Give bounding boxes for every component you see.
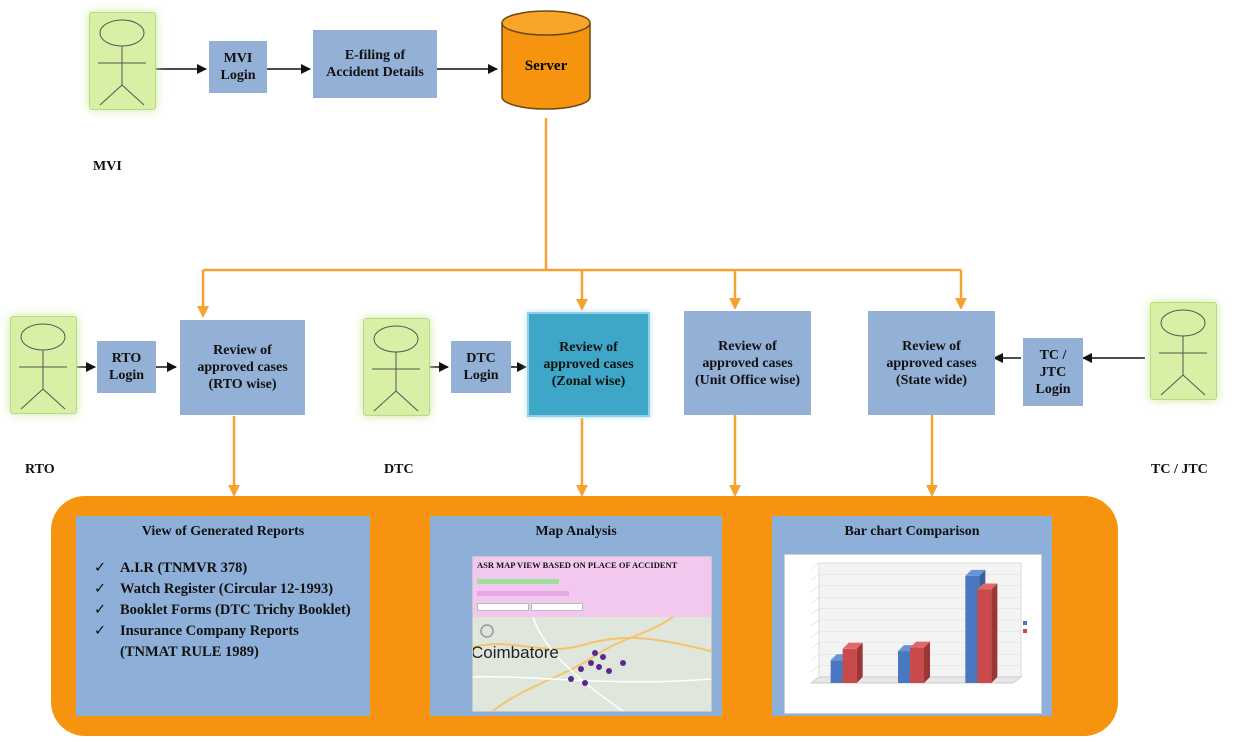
reports-list: ✓A.I.R (TNMVR 378) ✓Watch Register (Circ…	[94, 558, 351, 663]
reports-panel: View of Generated Reports ✓A.I.R (TNMVR …	[76, 516, 370, 716]
chart-gridline-diagonal	[810, 631, 820, 638]
report-item: ✓Booklet Forms (DTC Trichy Booklet)	[94, 600, 351, 621]
reports-panel-title: View of Generated Reports	[141, 524, 305, 539]
chart-legend-swatch	[1023, 621, 1027, 625]
actor-dtc	[363, 318, 430, 416]
report-item: ✓Insurance Company Reports (TNMAT RULE 1…	[94, 623, 299, 660]
tc-jtc-login-box: TC / JTC Login	[1023, 338, 1083, 406]
map-filter-bar	[477, 579, 559, 584]
chart-bar-top	[977, 583, 998, 590]
actor-label-dtc: DTC	[384, 462, 414, 477]
chart-bar	[910, 647, 924, 683]
actor-label-mvi: MVI	[93, 159, 122, 174]
chart-gridline-diagonal	[810, 608, 820, 615]
stick-figure-icon	[98, 19, 146, 106]
rto-login-box: RTO Login	[97, 341, 156, 393]
bar-chart	[809, 562, 1027, 684]
map-rto-select	[531, 603, 583, 611]
chart-bar-top	[910, 641, 930, 648]
chart-gridline-diagonal	[810, 597, 820, 604]
checkmark-icon: ✓	[94, 560, 107, 576]
chart-bar	[977, 589, 992, 683]
map-screenshot-title: ASR MAP VIEW BASED ON PLACE OF ACCIDENT	[477, 560, 678, 570]
chart-bar	[842, 648, 857, 683]
checkmark-icon: ✓	[94, 623, 107, 639]
chart-panel: Bar chart Comparison	[772, 516, 1052, 716]
map-screenshot: ASR MAP VIEW BASED ON PLACE OF ACCIDENT …	[472, 556, 712, 712]
server-distribution-lines	[197, 118, 967, 497]
map-screenshot-header: ASR MAP VIEW BASED ON PLACE OF ACCIDENT	[473, 557, 711, 617]
chart-bar-top	[965, 569, 986, 576]
map-panel: Map Analysis ASR MAP VIEW BASED ON PLACE…	[430, 516, 722, 716]
chart-legend-swatch	[1023, 629, 1027, 633]
actor-mvi	[89, 12, 156, 110]
checkmark-icon: ✓	[94, 602, 107, 618]
chart-bar-side	[856, 642, 863, 683]
actor-tc-jtc	[1150, 302, 1217, 400]
chart-screenshot	[784, 554, 1042, 714]
map-district-select	[477, 603, 529, 611]
chart-bar	[898, 651, 912, 683]
chart-gridline-diagonal	[810, 574, 820, 581]
chart-gridline-diagonal	[810, 642, 820, 650]
report-item: ✓A.I.R (TNMVR 378)	[94, 558, 351, 579]
dtc-login-box: DTC Login	[451, 341, 511, 393]
chart-gridline-diagonal	[810, 665, 820, 672]
actor-label-tc-jtc: TC / JTC	[1151, 462, 1208, 477]
server-label: Server	[524, 58, 568, 74]
review-unit-box: Review of approved cases (Unit Office wi…	[684, 311, 811, 415]
map-legend-bar	[477, 591, 569, 596]
review-rto-box: Review of approved cases (RTO wise)	[180, 320, 305, 415]
review-state-box: Review of approved cases (State wide)	[868, 311, 995, 415]
mvi-login-box: MVI Login	[209, 41, 267, 93]
chart-bar-side	[924, 641, 930, 683]
chart-bar-top	[842, 642, 863, 649]
chart-gridline-diagonal	[810, 619, 820, 627]
review-zonal-box: Review of approved cases (Zonal wise)	[527, 312, 650, 417]
chart-bar	[830, 660, 845, 683]
chart-gridline-diagonal	[810, 562, 820, 570]
chart-panel-title: Bar chart Comparison	[844, 524, 980, 539]
actor-rto	[10, 316, 77, 414]
chart-gridline-diagonal	[810, 585, 820, 592]
chart-bar	[965, 575, 980, 683]
actor-label-rto: RTO	[25, 462, 55, 477]
server-database-icon	[501, 10, 591, 110]
stick-figure-icon	[1159, 309, 1207, 396]
map-city-label: Coimbatore	[472, 643, 559, 662]
map-roads	[473, 617, 711, 711]
map-panel-title: Map Analysis	[535, 524, 617, 539]
chart-gridline-diagonal	[810, 653, 820, 661]
stick-figure-icon	[372, 325, 420, 412]
checkmark-icon: ✓	[94, 581, 107, 597]
efiling-box: E-filing of Accident Details	[313, 30, 437, 98]
chart-bar-side	[991, 583, 998, 683]
stick-figure-icon	[19, 323, 67, 410]
report-item: ✓Watch Register (Circular 12-1993)	[94, 579, 351, 600]
